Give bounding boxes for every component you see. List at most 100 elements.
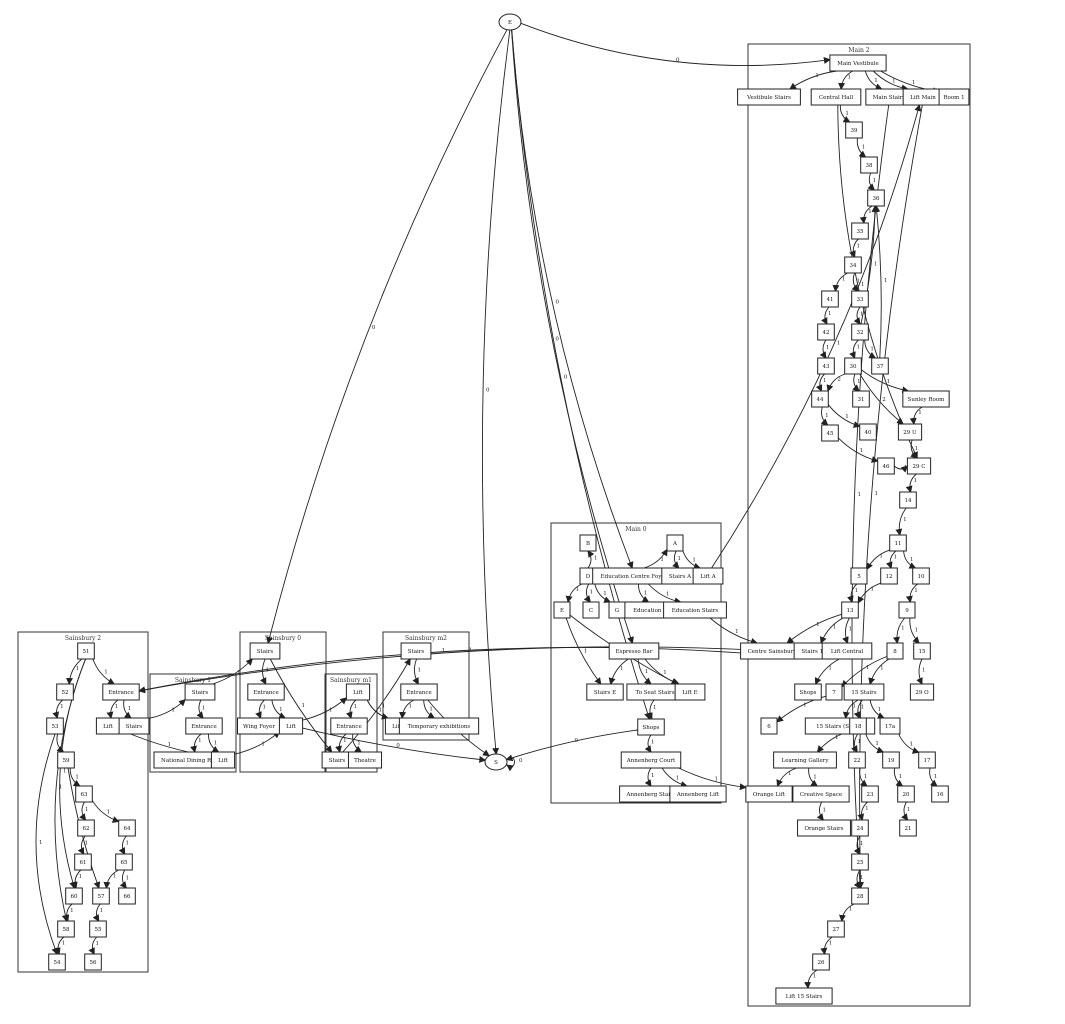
edge-weight-label: 1 — [892, 79, 896, 85]
edge-weight-label: 1 — [343, 738, 347, 744]
node-label: Stairs — [257, 649, 274, 655]
edge-weight-label: 1 — [833, 625, 837, 631]
edge-line — [565, 617, 602, 685]
edge-weight-label: 1 — [845, 414, 849, 420]
node-label: 27 — [833, 927, 840, 933]
edge-weight-label: 0 — [396, 743, 400, 749]
node-label: Stairs — [408, 649, 425, 655]
edge-weight-label: 0 — [676, 57, 680, 63]
node-label: Shops — [643, 725, 660, 731]
edge-edu_foyer-to-nA: 1 — [643, 548, 668, 569]
node-n46: 46 — [877, 457, 895, 475]
edge-weight-label: 1 — [126, 841, 130, 847]
node-shape — [913, 642, 931, 660]
cluster-sainsbury2: Sainsbury 2 — [17, 631, 149, 973]
node-label: 8 — [893, 649, 897, 655]
node-n35: 35 — [851, 222, 869, 240]
node-n22: 22 — [848, 751, 866, 769]
node-edu-stairs: Education Stairs — [663, 601, 727, 619]
cluster-sainsbury0: Sainsbury 0 — [239, 631, 327, 773]
node-n12: 12 — [880, 567, 898, 585]
edge-espresso_bar-to-lift_e: 1 — [644, 658, 681, 686]
edge-learning_gallery-to-creative_space: 1 — [808, 767, 819, 787]
edge-line — [859, 205, 873, 224]
node-label: 62 — [83, 826, 90, 832]
edge-n11-to-n5: 1 — [866, 549, 890, 571]
node-shape — [118, 717, 150, 735]
node-shape — [102, 683, 140, 701]
edge-line — [505, 729, 638, 762]
edge-line — [873, 205, 882, 359]
edge-weight-label: 1 — [861, 282, 865, 288]
edge-n65-to-n66: 1 — [119, 869, 129, 889]
edge-sm2_stairs-to-sm2_entrance: 1 — [412, 658, 421, 685]
edge-line — [786, 613, 842, 644]
edge-sm1_entrance-to-sm1_stairs: 1 — [335, 733, 347, 753]
node-shape — [877, 457, 895, 475]
node-n64: 64 — [118, 819, 136, 837]
edge-line — [893, 465, 909, 473]
node-shape — [899, 819, 917, 837]
edge-line — [271, 699, 287, 719]
edge-n5-to-n13: 1 — [846, 583, 858, 603]
edge-weight-label: 1 — [922, 668, 926, 674]
node-label: 53 — [52, 724, 59, 730]
edge-line — [869, 699, 885, 719]
node-shape — [867, 189, 885, 207]
node-label: 29 C — [913, 464, 926, 470]
edge-line — [814, 658, 840, 685]
node-label: 14 — [905, 498, 912, 504]
node-shape — [345, 683, 371, 701]
edge-lift_main-to-n28: 1 — [856, 104, 923, 889]
cluster-frame — [17, 631, 149, 973]
node-s0-stairs: Stairs — [249, 642, 281, 660]
edge-E-to-shops0: 0 — [511, 29, 651, 720]
edge-line — [682, 550, 701, 570]
edge-line — [838, 70, 854, 90]
edge-s0_entrance-to-wing_foyer: 1 — [255, 699, 266, 719]
edge-weight-label: 1 — [823, 807, 827, 813]
edge-weight-label: 1 — [868, 209, 872, 215]
edge-weight-label: 1 — [912, 80, 916, 86]
node-wing-foyer: Wing Foyer — [237, 717, 281, 735]
edge-line — [856, 104, 923, 889]
node-label: 17a — [885, 724, 896, 730]
edge-line — [856, 137, 867, 158]
edge-n38-to-n36: 1 — [867, 172, 876, 191]
node-n7: 7 — [825, 683, 843, 701]
edge-weight-label: 1 — [815, 73, 819, 79]
node-label: 20 — [903, 792, 910, 798]
edge-n51-to-s2_entrance: 1 — [92, 658, 116, 685]
node-label: Central Hall — [819, 95, 853, 101]
edge-line — [905, 473, 917, 493]
node-n11: 11 — [889, 534, 907, 552]
edge-nA-to-lift_a: 1 — [682, 550, 701, 570]
node-shape — [821, 424, 839, 442]
edge-n19-to-n20: 1 — [893, 767, 904, 787]
node-lift-e: Lift E — [674, 683, 706, 701]
edge-main_vestibule-to-lift_main: 1 — [872, 70, 909, 92]
edge-line — [481, 29, 511, 755]
edge-annenberg_court-to-annenberg_lift: 1 — [661, 767, 688, 788]
edge-weight-label: 1 — [934, 774, 938, 780]
node-label: G — [615, 608, 619, 614]
edge-line — [820, 406, 829, 426]
node-label: Annenberg Lift — [676, 792, 720, 798]
edge-line — [119, 869, 127, 889]
edge-weight-label: 1 — [85, 841, 89, 847]
edge-weight-label: 1 — [735, 629, 739, 635]
node-n34: 34 — [844, 256, 862, 274]
cluster-frame — [324, 673, 378, 773]
edge-line — [709, 617, 758, 645]
node-shape — [669, 785, 727, 803]
edge-line — [864, 70, 883, 91]
edge-weight-label: 1 — [279, 707, 283, 713]
edge-weight-label: 1 — [879, 553, 883, 559]
edge-n29u-to-n29c: 1 — [910, 439, 918, 459]
edge-weight-label: 1 — [910, 557, 914, 563]
edge-line — [118, 835, 127, 855]
node-label: Lift A — [700, 574, 716, 580]
edge-line — [644, 658, 681, 686]
edge-weight-label: 1 — [382, 703, 386, 709]
node-label: 26 — [818, 960, 825, 966]
